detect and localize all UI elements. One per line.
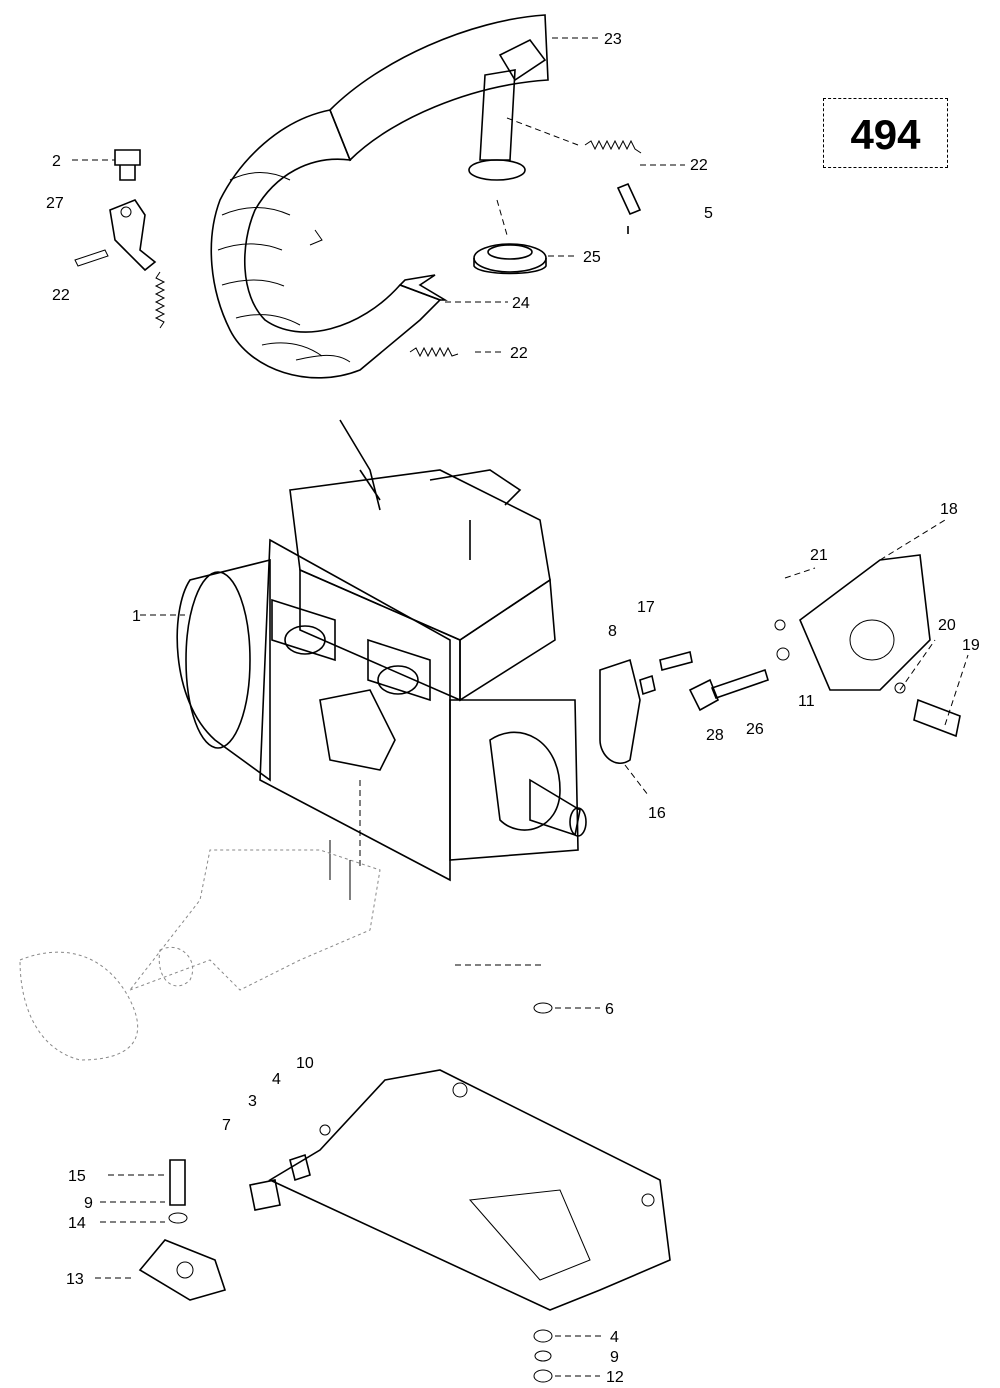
callout-9-lower: 9 bbox=[610, 1349, 619, 1366]
callout-26: 26 bbox=[746, 721, 764, 738]
callout-17: 17 bbox=[637, 599, 655, 616]
exhaust-pipe-drawing bbox=[210, 14, 549, 379]
page-number-box: 494 bbox=[823, 98, 948, 168]
callout-28: 28 bbox=[706, 727, 724, 744]
callout-10: 10 bbox=[296, 1055, 314, 1072]
callout-9-left: 9 bbox=[84, 1195, 93, 1212]
callout-11: 11 bbox=[798, 693, 815, 710]
leader-lines bbox=[72, 37, 969, 1377]
callout-22-spring-right: 22 bbox=[690, 157, 708, 174]
callout-3: 3 bbox=[248, 1093, 257, 1110]
callout-18: 18 bbox=[940, 501, 958, 518]
engine-drawing bbox=[176, 419, 587, 900]
engine-mount-plate-ghost bbox=[19, 849, 381, 1061]
callout-24: 24 bbox=[512, 295, 530, 312]
callout-4-upper: 4 bbox=[272, 1071, 281, 1088]
callout-14: 14 bbox=[68, 1215, 86, 1232]
callout-27: 27 bbox=[46, 195, 64, 212]
callout-19: 19 bbox=[962, 637, 980, 654]
callout-labels: 23 22 5 25 24 22 2 27 22 1 18 21 17 8 20… bbox=[46, 31, 980, 1386]
engine-cradle-drawing bbox=[138, 1002, 671, 1383]
callout-12: 12 bbox=[606, 1369, 624, 1386]
exhaust-bracket-drawing bbox=[74, 149, 642, 272]
page-number: 494 bbox=[850, 111, 921, 158]
callout-2: 2 bbox=[52, 153, 61, 170]
callout-6: 6 bbox=[605, 1001, 614, 1018]
callout-15: 15 bbox=[68, 1168, 86, 1185]
seal-ring-drawing bbox=[473, 243, 547, 275]
callout-22-spring-bottom: 22 bbox=[510, 345, 528, 362]
callout-13: 13 bbox=[66, 1271, 84, 1288]
engine-mount-hardware-drawing bbox=[599, 554, 961, 764]
callout-23: 23 bbox=[604, 31, 622, 48]
callout-1: 1 bbox=[132, 608, 141, 625]
callout-4-lower: 4 bbox=[610, 1329, 619, 1346]
callout-25: 25 bbox=[583, 249, 601, 266]
callout-22-spring-left: 22 bbox=[52, 287, 70, 304]
callout-7: 7 bbox=[222, 1117, 231, 1134]
callout-8: 8 bbox=[608, 623, 617, 640]
spring-drawings bbox=[154, 139, 642, 358]
callout-20: 20 bbox=[938, 617, 956, 634]
callout-5: 5 bbox=[704, 205, 713, 222]
callout-21: 21 bbox=[810, 547, 828, 564]
callout-16: 16 bbox=[648, 805, 666, 822]
